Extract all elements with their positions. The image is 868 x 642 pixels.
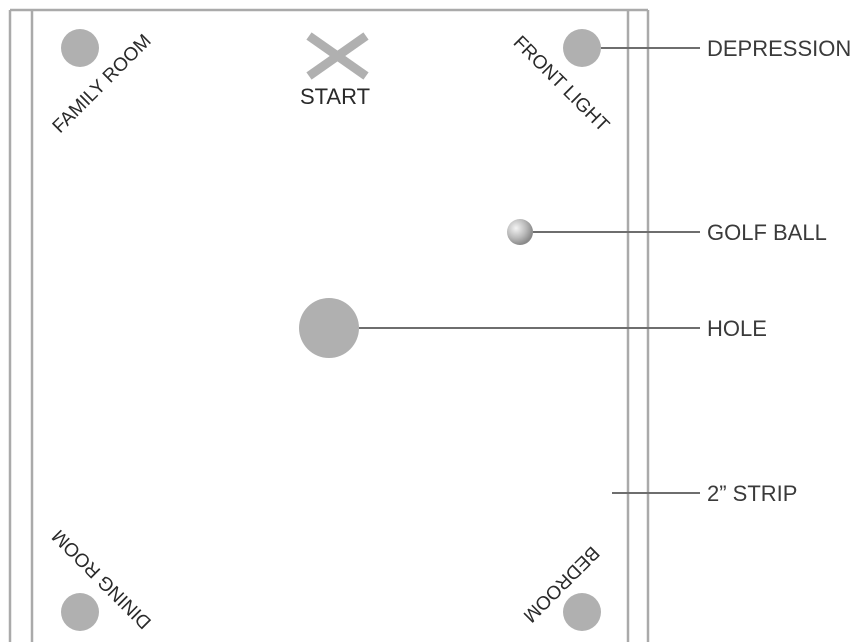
depression-top-left (61, 29, 99, 67)
depression-top-right (563, 29, 601, 67)
x-mark-icon (306, 32, 369, 80)
depression-bottom-right (563, 593, 601, 631)
start-label: START (300, 84, 370, 109)
hole (299, 298, 359, 358)
golf-ball (507, 219, 533, 245)
callout-hole: HOLE (707, 316, 767, 341)
depression-bottom-left (61, 593, 99, 631)
callout-strip: 2” STRIP (707, 481, 797, 506)
callout-depression: DEPRESSION (707, 36, 851, 61)
callout-golf-ball: GOLF BALL (707, 220, 827, 245)
